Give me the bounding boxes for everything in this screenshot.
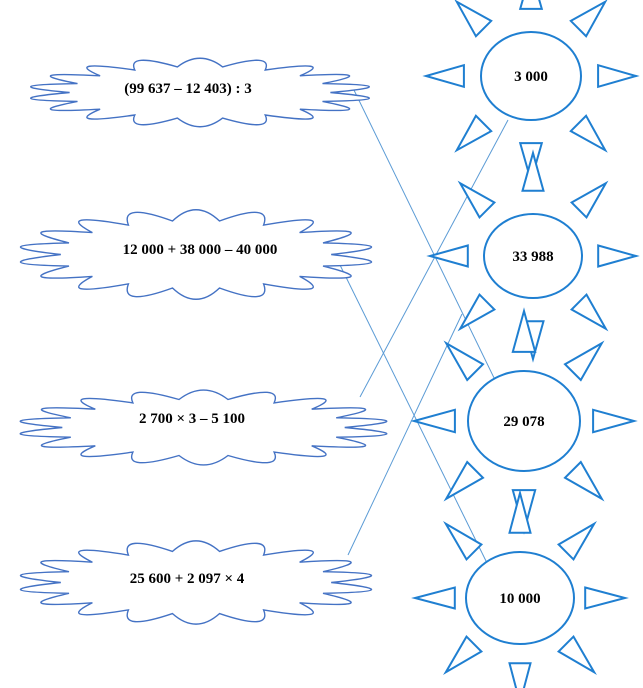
- result-label: 10 000: [499, 591, 540, 607]
- sun-ray: [443, 634, 484, 675]
- expression-label: 25 600 + 2 097 × 4: [130, 571, 245, 587]
- sun-ray: [569, 180, 609, 220]
- result-sun-3: 29 078: [410, 307, 638, 535]
- sun-rays: [411, 489, 629, 688]
- sun-ray: [597, 63, 640, 89]
- sun-ray: [556, 521, 597, 562]
- sun-rays: [426, 149, 640, 363]
- expression-cloud-1: (99 637 – 12 403) : 3: [30, 57, 370, 128]
- sun-ray: [597, 244, 640, 268]
- sun-ray: [508, 662, 532, 688]
- sun-ray: [584, 586, 629, 610]
- expression-cloud-4: 25 600 + 2 097 × 4: [19, 540, 373, 625]
- sun-ray: [511, 307, 537, 353]
- sun-ray: [443, 521, 484, 562]
- sun-core: [480, 31, 582, 121]
- connector-lines: [339, 85, 509, 564]
- sun-ray: [457, 180, 497, 220]
- expression-cloud-2: 12 000 + 38 000 – 40 000: [19, 209, 373, 300]
- sun-core: [465, 551, 575, 645]
- cloud-shape: [19, 540, 373, 625]
- sun-core: [483, 213, 583, 299]
- connector-line: [351, 85, 498, 385]
- sun-ray: [410, 408, 456, 434]
- sun-ray: [569, 114, 608, 153]
- result-sun-4: 10 000: [411, 489, 629, 688]
- result-label: 33 988: [512, 249, 553, 265]
- sun-ray: [563, 460, 605, 502]
- result-sun-1: 3 000: [422, 0, 640, 185]
- sun-ray: [426, 244, 469, 268]
- connector-line: [339, 264, 488, 564]
- cloud-shape: [19, 209, 373, 300]
- sun-ray: [457, 292, 497, 332]
- cloud-shape: [30, 57, 370, 128]
- sun-ray: [443, 460, 485, 502]
- sun-rays: [422, 0, 640, 185]
- cloud-shape: [19, 389, 388, 466]
- sun-ray: [569, 292, 609, 332]
- sun-core: [467, 370, 581, 472]
- sun-ray: [556, 634, 597, 675]
- sun-ray: [422, 63, 465, 89]
- connector-line: [359, 119, 509, 398]
- sun-ray: [563, 340, 605, 382]
- sun-ray: [454, 0, 493, 38]
- result-sun-2: 33 988: [426, 149, 640, 363]
- sun-ray: [443, 340, 485, 382]
- sun-ray: [411, 586, 456, 610]
- expression-label: (99 637 – 12 403) : 3: [124, 81, 252, 97]
- expression-label: 2 700 × 3 – 5 100: [139, 411, 245, 427]
- sun-ray: [454, 114, 493, 153]
- connector-line: [347, 313, 463, 556]
- sun-ray: [518, 0, 544, 10]
- expression-label: 12 000 + 38 000 – 40 000: [123, 242, 278, 258]
- sun-rays: [410, 307, 638, 535]
- sun-ray: [521, 149, 545, 192]
- result-label: 29 078: [503, 414, 544, 430]
- sun-ray: [592, 408, 638, 434]
- sun-ray: [508, 489, 532, 534]
- sun-ray: [569, 0, 608, 38]
- result-label: 3 000: [514, 69, 548, 85]
- expression-cloud-3: 2 700 × 3 – 5 100: [19, 389, 388, 466]
